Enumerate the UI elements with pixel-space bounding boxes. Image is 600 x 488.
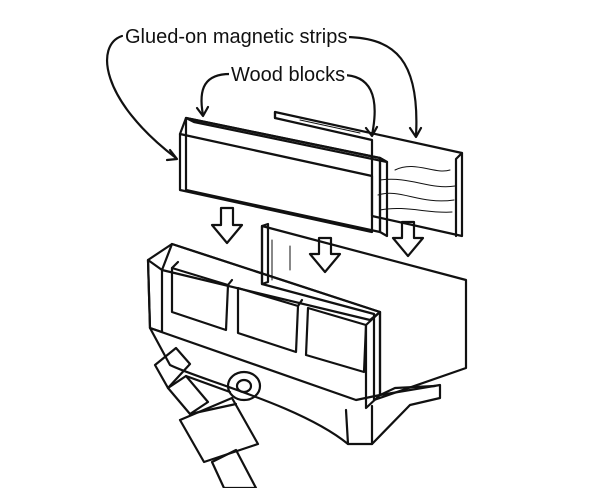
leader-blocks-left-arrowhead [195,105,210,118]
leader-blocks-left [200,72,232,117]
down-arrow-1 [210,206,244,245]
leader-blocks-right [340,73,376,137]
screw-boss [226,370,262,402]
down-arrow-3 [391,220,425,258]
leader-blocks-right-arrowhead [364,125,379,138]
vise-screw-handle [153,346,262,488]
leader-strips-left-arrowhead [165,148,179,162]
pocket-2 [236,286,300,354]
pocket-3 [304,306,368,374]
leader-strips-right-arrowhead [408,126,423,139]
jaw-liner-panel [260,222,468,402]
pocket-1 [170,266,230,332]
wood-block-front [178,116,389,238]
label-wood-blocks: Wood blocks [229,64,348,86]
callout-leaders [105,34,423,162]
leader-strips-right [344,35,418,138]
leader-strips-left [105,34,178,160]
handle-knob [153,346,192,390]
direction-arrows [210,206,425,274]
magnetic-strip [178,132,374,234]
screw-collar [178,396,260,464]
label-magnetic-strips: Glued-on magnetic strips [123,26,350,48]
down-arrow-2 [308,236,342,274]
